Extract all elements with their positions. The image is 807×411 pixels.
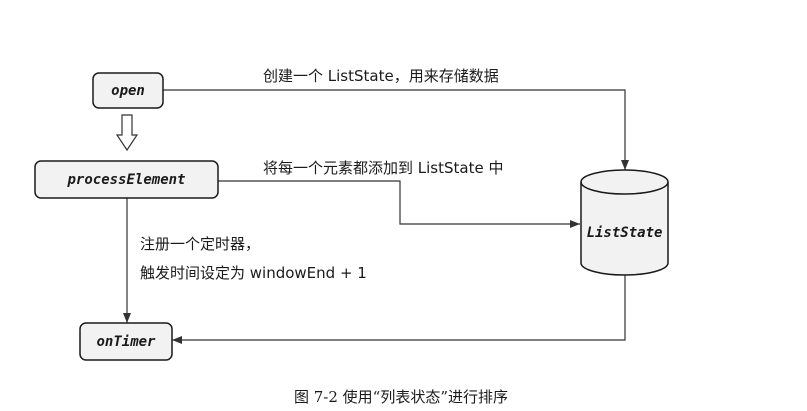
edge-list-state-to-on-timer <box>172 275 626 344</box>
edge-process-element-to-list-state <box>218 180 580 228</box>
node-list-state-label: ListState <box>587 225 663 241</box>
node-list-state-cylinder <box>580 169 669 276</box>
figure-caption: 图 7-2 使用“列表状态”进行排序 <box>294 388 508 406</box>
open-to-process-element-arrow <box>115 114 139 152</box>
node-open-label: open <box>111 83 145 99</box>
node-open: open <box>92 72 164 109</box>
node-list-state: ListState <box>580 169 669 276</box>
node-on-timer-label: onTimer <box>96 334 156 350</box>
node-process-element: processElement <box>34 160 219 199</box>
node-process-element-box <box>34 160 219 199</box>
node-on-timer-box <box>79 322 173 361</box>
edge-label-process-element-to-list-state: 将每一个元素都添加到 ListState 中 <box>263 159 503 177</box>
edge-label-process-element-to-on-timer-line-1: 注册一个定时器， <box>140 235 260 253</box>
edge-label-open-to-list-state: 创建一个 ListState，用来存储数据 <box>263 67 499 85</box>
node-process-element-label: processElement <box>66 172 185 188</box>
edge-label-process-element-to-on-timer-line-2: 触发时间设定为 windowEnd + 1 <box>140 264 367 282</box>
node-list-state-cylinder-rim <box>580 181 669 195</box>
node-on-timer: onTimer <box>79 322 173 361</box>
edge-open-to-list-state <box>163 89 629 170</box>
node-open-box <box>92 72 164 109</box>
